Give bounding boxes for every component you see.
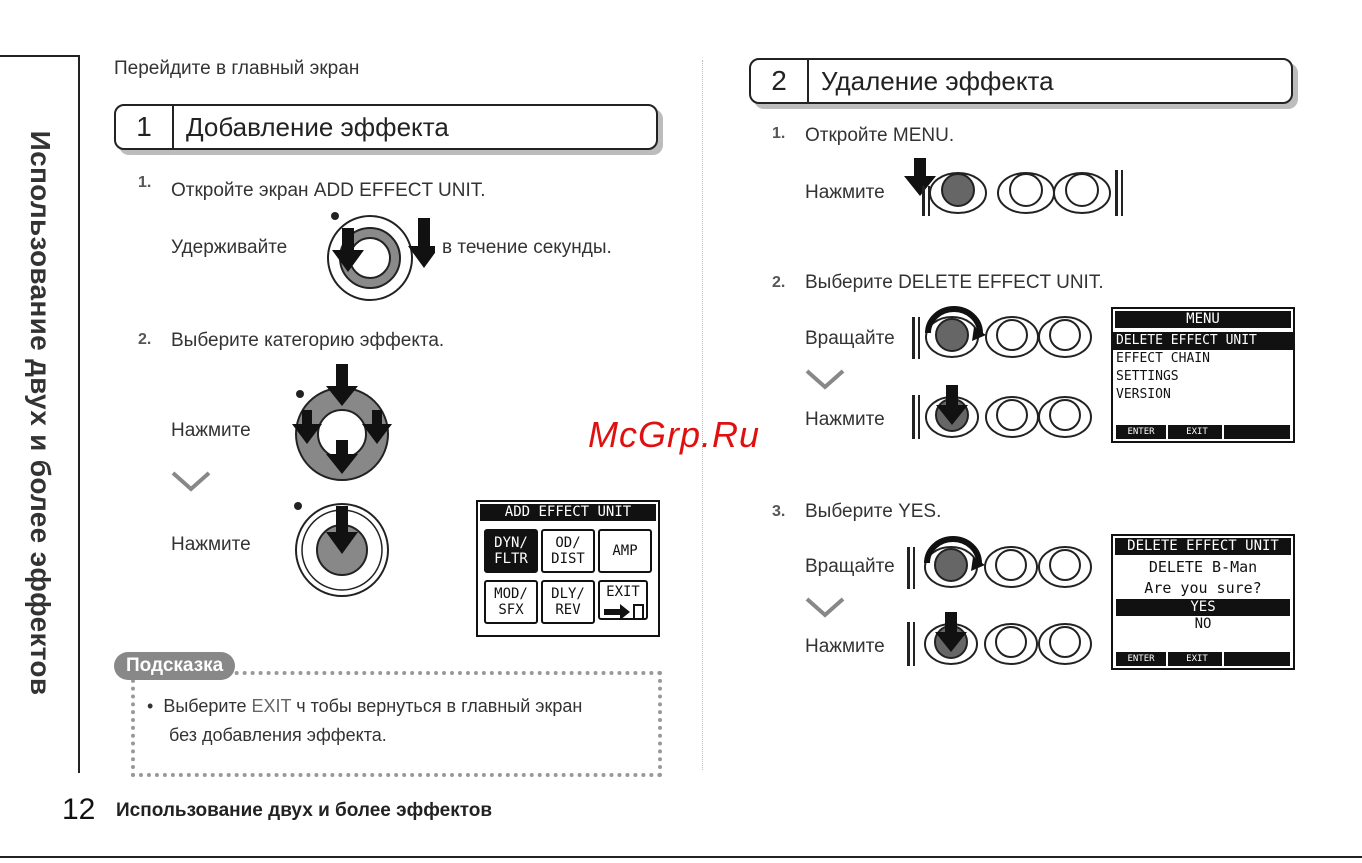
confirm-no-option: NO: [1194, 616, 1212, 632]
hint-line1: • Выберите EXIT ч тобы вернуться в главн…: [147, 696, 582, 717]
fx-button-amp: AMP: [598, 529, 652, 573]
hint-line1-post: ч тобы вернуться в главный экран: [291, 696, 583, 716]
s2-step2-number: 2.: [772, 274, 786, 291]
knobs-press-first-icon: [907, 612, 1092, 666]
s2-step1-number: 1.: [772, 125, 786, 142]
knobs-rotate-first-icon: [912, 306, 1092, 359]
section1-header: 1 Добавление эффекта: [114, 104, 658, 150]
footer-title: Использование двух и более эффектов: [116, 800, 493, 821]
s1-duration-text: в течение секунды.: [442, 237, 612, 258]
page-number: 12: [62, 793, 96, 826]
knobs-press-first-icon: [904, 158, 1123, 216]
confirm-line2: Are you sure?: [1144, 579, 1262, 597]
hint-line2: без добавления эффекта.: [169, 725, 387, 745]
dial-press-all-icon: [292, 364, 392, 481]
knobs-press-first-icon: [912, 385, 1092, 439]
section2-header: 2 Удаление эффекта: [749, 58, 1293, 104]
menu-screen-title: MENU: [1115, 311, 1291, 328]
exit-softkey: EXIT: [1172, 425, 1224, 439]
s2-step2-rotate: Вращайте: [805, 328, 895, 349]
section1-title: Добавление эффекта: [186, 111, 449, 142]
bullet: •: [147, 696, 164, 716]
s2-step2-press: Нажмите: [805, 409, 885, 430]
hint-exit-word: EXIT: [251, 696, 292, 716]
s2-step3-rotate: Вращайте: [805, 556, 895, 577]
menu-screen: MENU DELETE EFFECT UNIT EFFECT CHAIN SET…: [1111, 307, 1295, 443]
s2-step2-text: Выберите DELETE EFFECT UNIT.: [805, 272, 1104, 293]
chevron-down-icon: [171, 471, 211, 492]
dial-hold-icon: [327, 212, 435, 301]
fx-button-exit: EXIT: [598, 580, 648, 620]
intro-text: Перейдите в главный экран: [114, 58, 360, 79]
s1-press1-label: Нажмите: [171, 420, 251, 441]
add-effect-screen-title: ADD EFFECT UNIT: [480, 504, 656, 521]
section1-number: 1: [116, 106, 174, 148]
confirm-screen-title: DELETE EFFECT UNIT: [1115, 538, 1291, 555]
fx-button-exit-label: EXIT: [606, 584, 640, 600]
fx-button-mod-sfx: MOD/ SFX: [484, 580, 538, 624]
hint-box: [131, 671, 662, 777]
watermark: McGrp.Ru: [588, 414, 761, 455]
menu-item-effect-chain: EFFECT CHAIN: [1116, 351, 1210, 366]
enter-softkey: ENTER: [1116, 425, 1168, 439]
chevron-down-icon: [805, 597, 845, 618]
s2-step1-text: Откройте MENU.: [805, 125, 955, 146]
bottom-rule: [0, 856, 1362, 858]
s1-step2-text: Выберите категорию эффекта.: [171, 330, 445, 351]
s1-step1-number: 1.: [138, 174, 152, 191]
confirm-screen-footer: ENTER EXIT: [1116, 652, 1290, 666]
side-tab-title: Использование двух и более эффектов: [25, 130, 56, 696]
section2-title: Удаление эффекта: [821, 65, 1054, 96]
confirm-yes-option: YES: [1116, 599, 1290, 616]
menu-item-delete-effect-unit: DELETE EFFECT UNIT: [1113, 332, 1293, 350]
confirm-line1: DELETE B-Man: [1148, 558, 1258, 576]
section2-number: 2: [751, 60, 809, 102]
fx-button-dyn-fltr: DYN/ FLTR: [484, 529, 538, 573]
s2-step3-number: 3.: [772, 503, 786, 520]
hint-label: Подсказка: [114, 652, 236, 680]
side-tab: [0, 55, 80, 773]
s1-hold-label: Удерживайте: [171, 237, 288, 258]
fx-button-dly-rev: DLY/ REV: [541, 580, 595, 624]
column-divider: [702, 60, 703, 770]
confirm-screen: DELETE EFFECT UNIT DELETE B-Man Are you …: [1111, 534, 1295, 670]
chevron-down-icon: [805, 369, 845, 390]
hint-line1-pre: Выберите: [163, 696, 252, 716]
menu-item-settings: SETTINGS: [1116, 369, 1179, 384]
fx-button-od-dist: OD/ DIST: [541, 529, 595, 573]
knobs-rotate-first-icon: [907, 536, 1092, 589]
s1-step2-number: 2.: [138, 331, 152, 348]
s2-step1-press: Нажмите: [805, 182, 885, 203]
dial-press-center-icon: [294, 502, 389, 597]
s2-step3-press: Нажмите: [805, 636, 885, 657]
menu-item-version: VERSION: [1116, 387, 1171, 402]
s1-press2-label: Нажмите: [171, 534, 251, 555]
exit-arrow-icon: [604, 604, 644, 620]
s1-step1-text: Откройте экран ADD EFFECT UNIT.: [171, 180, 486, 201]
s2-step3-text: Выберите YES.: [805, 501, 942, 522]
add-effect-screen: ADD EFFECT UNIT DYN/ FLTR OD/ DIST AMP M…: [476, 500, 660, 637]
exit-softkey: EXIT: [1172, 652, 1224, 666]
menu-screen-footer: ENTER EXIT: [1116, 425, 1290, 439]
enter-softkey: ENTER: [1116, 652, 1168, 666]
